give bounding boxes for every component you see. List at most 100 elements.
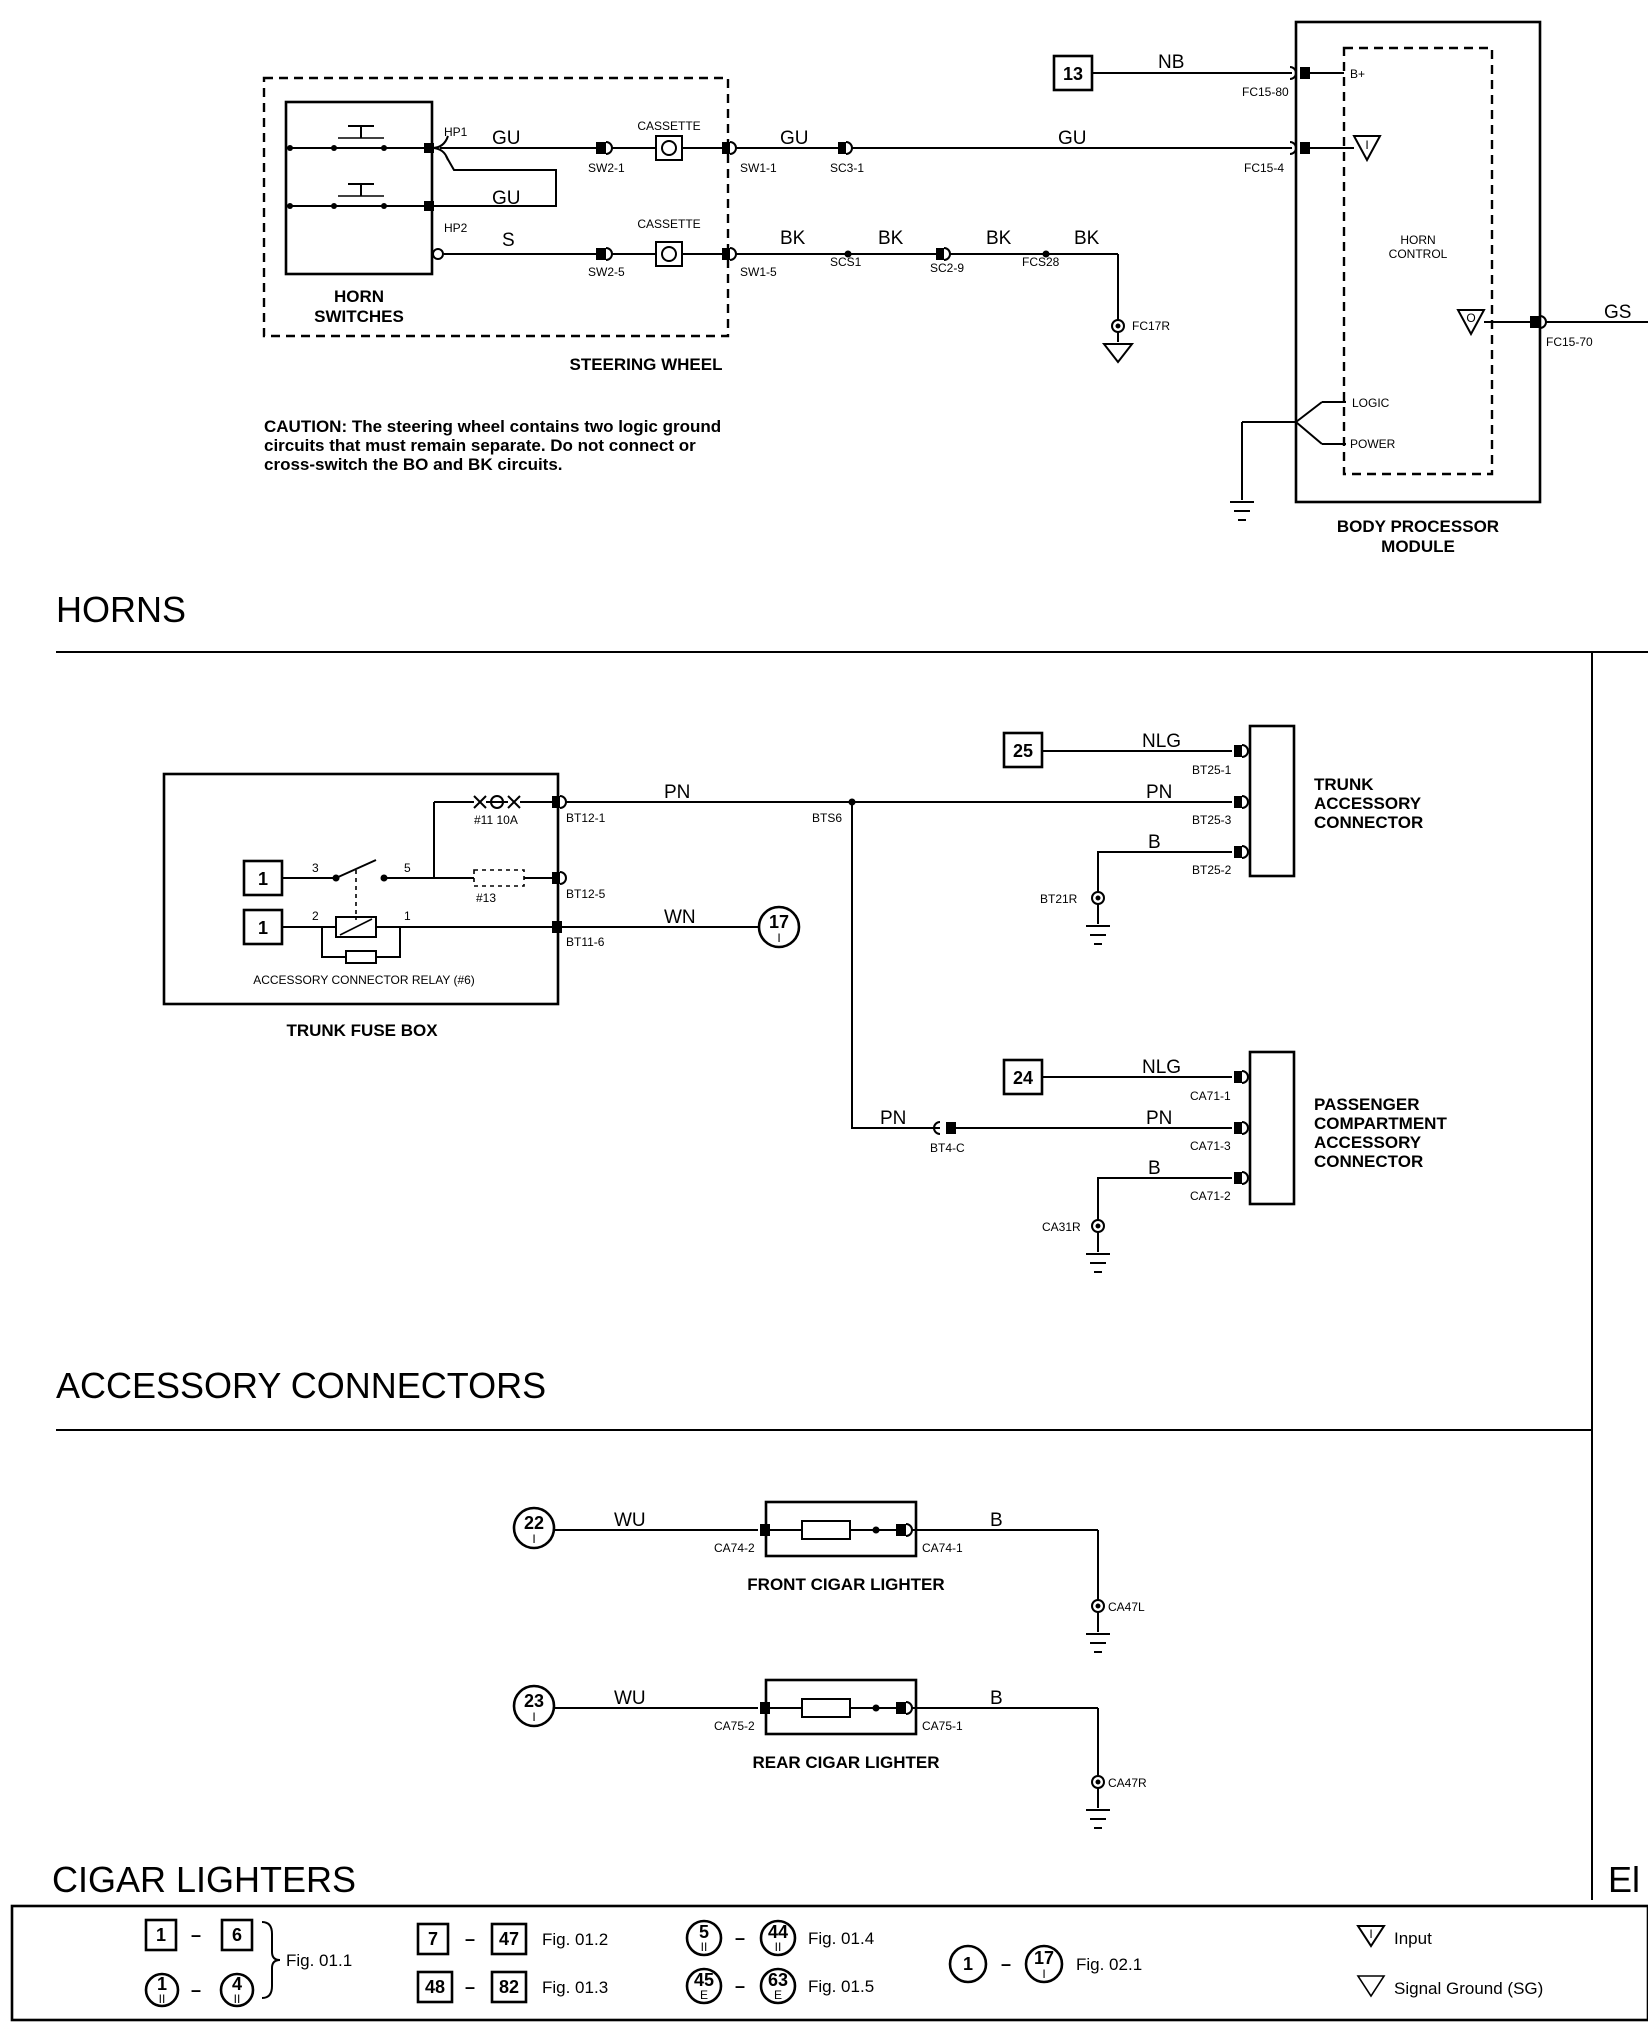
svg-text:II: II <box>159 1992 166 2006</box>
legend-signal-ground-icon <box>1356 1975 1386 1998</box>
wire-label-pn-1: PN <box>664 782 690 803</box>
ref-17: 17 <box>769 912 789 932</box>
trunk-connector-label-2: ACCESSORY <box>1314 794 1422 813</box>
pin-bt12-5: BT12-5 <box>566 887 606 901</box>
legend-g5-a: 45 <box>694 1970 714 1990</box>
front-lighter-element-icon <box>801 1520 851 1540</box>
output-symbol-letter: O <box>1466 311 1475 325</box>
legend-g3-fig: Fig. 01.3 <box>542 1978 608 1997</box>
svg-text:II: II <box>701 1940 708 1954</box>
pin-sw2-1: SW2-1 <box>588 161 625 175</box>
relay-pin-3: 3 <box>312 861 319 875</box>
ref-23: 23 <box>524 1691 544 1711</box>
horn-switches-label-2: SWITCHES <box>314 307 404 326</box>
wire-label-pn-2: PN <box>1146 782 1172 803</box>
legend-g2-a: 7 <box>428 1929 438 1949</box>
input-symbol-letter: I <box>1365 138 1368 152</box>
horn-switches-box <box>284 100 434 276</box>
caution-line-3: cross-switch the BO and BK circuits. <box>264 455 563 474</box>
pin-power: POWER <box>1350 437 1396 451</box>
caution-line-1: CAUTION: The steering wheel contains two… <box>264 417 721 436</box>
legend-g1-fig: Fig. 01.1 <box>286 1951 352 1970</box>
relay-label: ACCESSORY CONNECTOR RELAY (#6) <box>253 973 475 987</box>
pin-fc15-70: FC15-70 <box>1546 335 1593 349</box>
pin-ca75-2: CA75-2 <box>714 1719 755 1733</box>
legend-g5-b: 63 <box>768 1970 788 1990</box>
pin-ca71-1: CA71-1 <box>1190 1089 1231 1103</box>
wire-label-bk-2: BK <box>878 228 904 249</box>
legend-g6-a: 1 <box>963 1954 973 1974</box>
svg-text:I: I <box>1042 1967 1045 1981</box>
legend-g1-a: 1 <box>156 1925 166 1945</box>
pin-logic: LOGIC <box>1352 396 1390 410</box>
pin-bplus: B+ <box>1350 67 1365 81</box>
pin-sw1-1: SW1-1 <box>740 161 777 175</box>
pin-fc17r: FC17R <box>1132 319 1170 333</box>
pin-fc15-80: FC15-80 <box>1242 85 1289 99</box>
ref-22-sub: I <box>532 1532 535 1546</box>
ref-1a: 1 <box>258 869 268 889</box>
svg-text:II: II <box>775 1940 782 1954</box>
wire-label-gu-2: GU <box>492 188 521 209</box>
wire-b-trunk <box>1097 851 1232 892</box>
legend-g4-fig: Fig. 01.4 <box>808 1929 874 1948</box>
legend-g5-fig: Fig. 01.5 <box>808 1977 874 1996</box>
cassette-label-2: CASSETTE <box>637 217 700 231</box>
legend-g1-c: 1 <box>157 1974 167 1994</box>
pin-ca47r: CA47R <box>1108 1776 1147 1790</box>
pin-fcs28: FCS28 <box>1022 255 1060 269</box>
wire-label-wu-2: WU <box>614 1688 646 1709</box>
pin-hp2: HP2 <box>444 221 468 235</box>
ref-13: 13 <box>1063 64 1083 84</box>
svg-text:–: – <box>191 1925 201 1945</box>
pin-bt25-3: BT25-3 <box>1192 813 1232 827</box>
trunk-connector-label-3: CONNECTOR <box>1314 813 1423 832</box>
pin-scs1: SCS1 <box>830 255 862 269</box>
legend-g1-d: 4 <box>232 1974 242 1994</box>
cut-off-title: El <box>1608 1859 1640 1900</box>
fuse-11-icon <box>473 795 521 809</box>
legend-g6-b: 17 <box>1034 1948 1054 1968</box>
cassette-label-1: CASSETTE <box>637 119 700 133</box>
pin-sw1-5: SW1-5 <box>740 265 777 279</box>
steering-wheel-label: STEERING WHEEL <box>569 355 722 374</box>
horn-switches-label-1: HORN <box>334 287 384 306</box>
wire-label-nb: NB <box>1158 52 1184 73</box>
pass-connector-label-3: ACCESSORY <box>1314 1133 1422 1152</box>
wire-label-s: S <box>502 230 515 251</box>
wire-label-nlg-1: NLG <box>1142 731 1181 752</box>
wire-label-gu-4: GU <box>1058 128 1087 149</box>
ref-17-sub: I <box>777 931 780 945</box>
section-title-accessory: ACCESSORY CONNECTORS <box>56 1365 546 1406</box>
ref-25: 25 <box>1013 741 1033 761</box>
legend-g2-b: 47 <box>499 1929 519 1949</box>
wire-label-gu-1: GU <box>492 128 521 149</box>
horn-control-label-2: CONTROL <box>1389 247 1448 261</box>
rear-cigar-lighter-label: REAR CIGAR LIGHTER <box>753 1753 940 1772</box>
pin-ca47l: CA47L <box>1108 1600 1145 1614</box>
pin-bt25-2: BT25-2 <box>1192 863 1232 877</box>
pin-bts6: BTS6 <box>812 811 842 825</box>
legend-g1-b: 6 <box>232 1925 242 1945</box>
section-title-horns: HORNS <box>56 589 186 630</box>
pin-ca74-2: CA74-2 <box>714 1541 755 1555</box>
pin-sc3-1: SC3-1 <box>830 161 864 175</box>
svg-text:E: E <box>774 1988 782 2002</box>
svg-text:–: – <box>1001 1954 1011 1974</box>
horn-switch-2 <box>286 183 432 207</box>
fuse-13-label: #13 <box>476 891 496 905</box>
svg-text:–: – <box>465 1929 475 1949</box>
ref-23-sub: I <box>532 1710 535 1724</box>
svg-text:–: – <box>191 1980 201 2000</box>
wire-label-bk-3: BK <box>986 228 1012 249</box>
pin-hp1: HP1 <box>444 125 468 139</box>
ref-22: 22 <box>524 1513 544 1533</box>
legend-input-icon <box>1356 1925 1386 1948</box>
trunk-fuse-box <box>162 772 560 1006</box>
pass-connector-label-2: COMPARTMENT <box>1314 1114 1447 1133</box>
accessory-section: TRUNK FUSE BOX 1 1 3 5 #11 10A #13 2 <box>162 724 1447 1273</box>
rear-lighter-element-icon <box>801 1698 851 1718</box>
fuse-13-icon <box>473 869 525 887</box>
wire-label-wu-1: WU <box>614 1510 646 1531</box>
legend-frame <box>10 1904 1648 2022</box>
